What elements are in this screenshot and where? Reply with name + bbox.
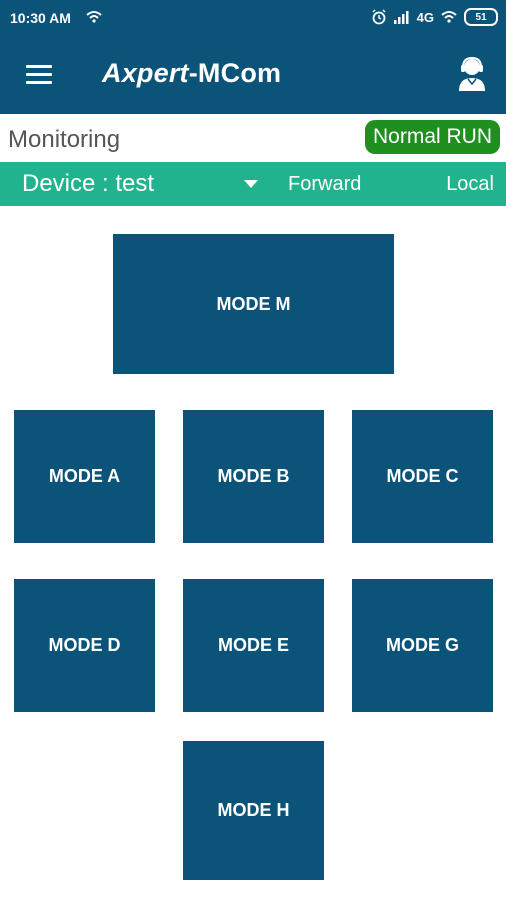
support-agent-icon[interactable] [456, 56, 488, 92]
device-selector-label[interactable]: Device : test [22, 170, 155, 197]
mode-e-button[interactable]: MODE E [183, 579, 324, 712]
mode-a-button[interactable]: MODE A [14, 410, 155, 543]
monitoring-label: Monitoring [8, 126, 121, 153]
app-title: Axpert-MCom [102, 58, 281, 89]
dropdown-caret-icon[interactable] [244, 180, 258, 188]
status-time: 10:30 AM [10, 10, 71, 26]
network-type: 4G [416, 9, 434, 25]
alarm-icon [372, 9, 386, 25]
mode-h-button[interactable]: MODE H [183, 741, 324, 880]
mode-g-button[interactable]: MODE G [352, 579, 493, 712]
location-label: Local [446, 173, 494, 195]
run-status-badge: Normal RUN [364, 120, 500, 154]
monitoring-row: Monitoring Normal RUN [0, 114, 506, 162]
app-bar: Axpert-MCom [0, 36, 506, 114]
mode-m-button[interactable]: MODE M [113, 234, 394, 374]
signal-icon [393, 11, 409, 24]
wifi-icon [441, 11, 457, 23]
mode-c-button[interactable]: MODE C [352, 410, 493, 543]
battery-level: 51 [475, 11, 487, 23]
mode-b-button[interactable]: MODE B [183, 410, 324, 543]
wifi-icon [86, 11, 102, 23]
mode-d-button[interactable]: MODE D [14, 579, 155, 712]
app-title-rest: -MCom [188, 58, 282, 88]
direction-label: Forward [288, 173, 362, 195]
battery-icon: 51 [464, 8, 498, 26]
app-title-italic: Axpert [102, 58, 189, 88]
status-bar: 10:30 AM 4G 51 [0, 0, 506, 36]
menu-icon[interactable] [26, 65, 52, 85]
status-icons: 4G 51 [371, 8, 498, 26]
device-bar: Device : test Forward Local [0, 162, 506, 206]
